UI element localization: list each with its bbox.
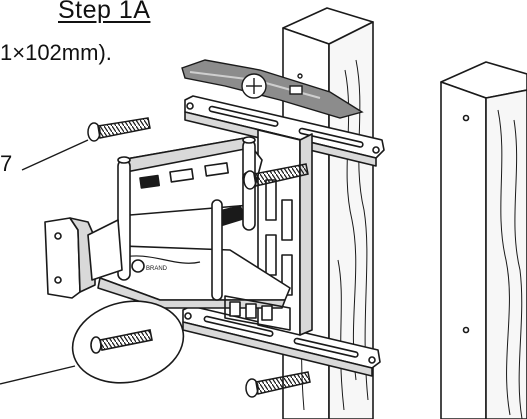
wall-stud-right xyxy=(440,61,527,419)
articulating-arm-lower: BRAND xyxy=(94,244,291,331)
part-number-label: 7 xyxy=(0,151,13,176)
lag-bolt-top-center xyxy=(243,163,309,190)
wall-plate-bottom-rail xyxy=(182,305,381,377)
lag-bolt-bottom xyxy=(245,371,311,398)
dimension-note: 1×102mm). xyxy=(0,40,112,65)
tv-bracket-head xyxy=(44,217,123,299)
svg-text:BRAND: BRAND xyxy=(146,266,168,272)
lag-bolt-top-left xyxy=(87,117,151,142)
magnifier-callout xyxy=(0,300,185,385)
step-title: Step 1A xyxy=(58,0,151,24)
part-leader-line xyxy=(21,139,89,171)
articulating-arm-upper xyxy=(119,137,263,227)
